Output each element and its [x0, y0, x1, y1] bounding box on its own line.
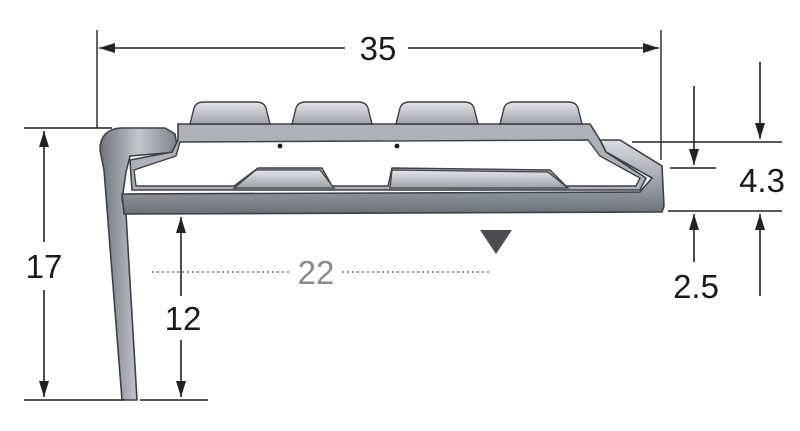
dimension-total-height: 17	[24, 127, 124, 401]
dimension-thickness-top: 4.3	[632, 62, 785, 296]
dimension-thickness-base: 2.5	[670, 86, 719, 305]
aluminium-profile	[99, 101, 665, 401]
rib	[291, 101, 373, 125]
dimension-label-35: 35	[360, 30, 397, 67]
hole-dot	[394, 143, 400, 149]
dimension-label-17: 17	[26, 248, 63, 285]
vertical-leg	[99, 127, 179, 401]
hole-dot	[277, 143, 283, 149]
inner-rib-right	[389, 169, 570, 189]
inner-cavity	[133, 139, 641, 187]
dimension-riser-height: 12	[140, 217, 208, 401]
dimension-inner-width: 22	[152, 230, 512, 291]
rib	[395, 101, 479, 125]
dimension-label-2-5: 2.5	[673, 268, 719, 305]
rib	[499, 101, 583, 125]
inner-rib-left	[232, 169, 336, 189]
triangle-down-icon	[480, 230, 512, 254]
anti-slip-ribs	[189, 101, 583, 125]
dimension-total-width: 35	[96, 30, 662, 160]
dimension-label-12: 12	[165, 300, 202, 337]
base-flange	[121, 139, 665, 215]
dimension-label-22: 22	[298, 254, 335, 291]
dimension-label-4-3: 4.3	[739, 162, 785, 199]
rib	[189, 101, 271, 125]
